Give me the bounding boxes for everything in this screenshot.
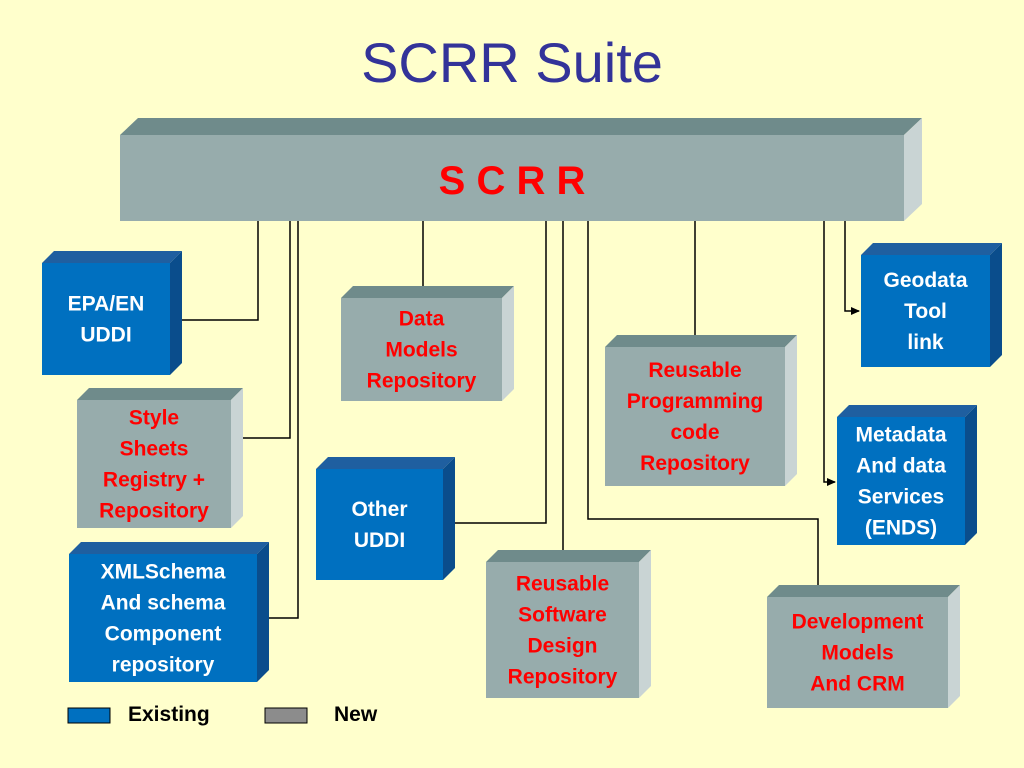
scrr-bar-top (120, 118, 922, 135)
box-other-uddi-front (316, 469, 443, 580)
box-other-uddi-side (443, 457, 455, 580)
box-development-models-line-3: And CRM (810, 673, 904, 696)
box-development-models-line-1: Development (792, 611, 924, 634)
box-xml-schema-top (69, 542, 269, 554)
box-data-models-line-3: Repository (367, 370, 477, 393)
scrr-bar-front (120, 135, 904, 221)
box-epa-en-uddi-side (170, 251, 182, 375)
connector-to-epa-en-uddi (171, 221, 259, 324)
box-xml-schema-line-4: repository (112, 654, 215, 677)
box-metadata-services-side (965, 405, 977, 545)
box-data-models-line-1: Data (399, 308, 445, 331)
box-programming-code-top (605, 335, 797, 347)
box-programming-code-line-4: Repository (640, 452, 750, 475)
box-programming-code-front (605, 347, 785, 486)
box-metadata-services-line-3: Services (858, 486, 944, 509)
legend-new-label: New (334, 703, 378, 726)
legend-new-swatch (264, 707, 308, 724)
box-epa-en-uddi-line-1: EPA/EN (68, 293, 145, 316)
box-epa-en-uddi: EPA/EN UDDI (42, 251, 182, 375)
scrr-bar-side (904, 118, 922, 221)
box-geodata-tool-line-1: Geodata (883, 269, 967, 292)
box-development-models-line-2: Models (821, 642, 893, 665)
box-style-sheets-line-2: Sheets (120, 438, 189, 461)
box-data-models-side (502, 286, 514, 401)
box-metadata-services-line-2: And data (856, 455, 946, 478)
box-software-design-line-4: Repository (508, 666, 618, 689)
box-geodata-tool-top (861, 243, 1002, 255)
box-data-models-top (341, 286, 514, 298)
box-programming-code-line-2: Programming (627, 390, 764, 413)
box-data-models-line-2: Models (385, 339, 457, 362)
box-style-sheets-side (231, 388, 243, 528)
box-geodata-tool-side (990, 243, 1002, 367)
box-programming-code-side (785, 335, 797, 486)
box-xml-schema-line-3: Component (105, 623, 222, 646)
box-style-sheets-front (77, 400, 231, 528)
box-epa-en-uddi-line-2: UDDI (80, 324, 131, 347)
connector-to-development-models (587, 221, 822, 597)
legend: Existing New (67, 703, 378, 726)
box-software-design-side (639, 550, 651, 698)
box-development-models-front (767, 597, 948, 708)
box-geodata-tool-line-3: link (907, 331, 943, 354)
box-geodata-tool-front (861, 255, 990, 367)
box-style-sheets-line-4: Repository (99, 500, 209, 523)
box-xml-schema-line-2: And schema (101, 592, 226, 615)
legend-existing-label: Existing (128, 703, 210, 726)
box-metadata-services-line-1: Metadata (855, 424, 946, 447)
box-development-models-side (948, 585, 960, 708)
box-style-sheets-line-3: Registry + (103, 469, 205, 492)
box-other-uddi-line-2: UDDI (354, 529, 405, 552)
box-programming-code-line-1: Reusable (648, 359, 741, 382)
scrr-bar-label: S C R R (439, 159, 586, 203)
box-development-models-top (767, 585, 960, 597)
box-xml-schema-line-1: XMLSchema (101, 561, 226, 584)
box-metadata-services-front (837, 417, 965, 545)
box-software-design-front (486, 562, 639, 698)
box-epa-en-uddi-front (42, 263, 170, 375)
connector-to-metadata-services (823, 221, 836, 486)
box-programming-code-line-3: code (670, 421, 719, 444)
connectors (171, 221, 860, 622)
box-epa-en-uddi-top (42, 251, 182, 263)
box-xml-schema-front (69, 554, 257, 682)
connector-to-geodata-tool (844, 221, 860, 315)
box-other-uddi-top (316, 457, 455, 469)
box-metadata-services-line-4: (ENDS) (865, 517, 937, 540)
box-software-design-line-3: Design (527, 635, 597, 658)
box-metadata-services-top (837, 405, 977, 417)
box-other-uddi-line-1: Other (351, 498, 407, 521)
box-software-design-line-1: Reusable (516, 573, 609, 596)
box-geodata-tool-line-2: Tool (904, 300, 947, 323)
connector-to-style-sheets (232, 221, 291, 442)
box-xml-schema-side (257, 542, 269, 682)
box-data-models-front (341, 298, 502, 401)
box-software-design-line-2: Software (518, 604, 607, 627)
connector-to-xml-schema (258, 221, 299, 622)
box-style-sheets-top (77, 388, 243, 400)
connector-to-other-uddi (444, 221, 547, 527)
legend-existing-swatch (67, 707, 111, 724)
box-software-design-top (486, 550, 651, 562)
slide-title: SCRR Suite (361, 31, 663, 94)
box-style-sheets-line-1: Style (129, 407, 179, 430)
scrr-bar: S C R R (120, 118, 922, 221)
